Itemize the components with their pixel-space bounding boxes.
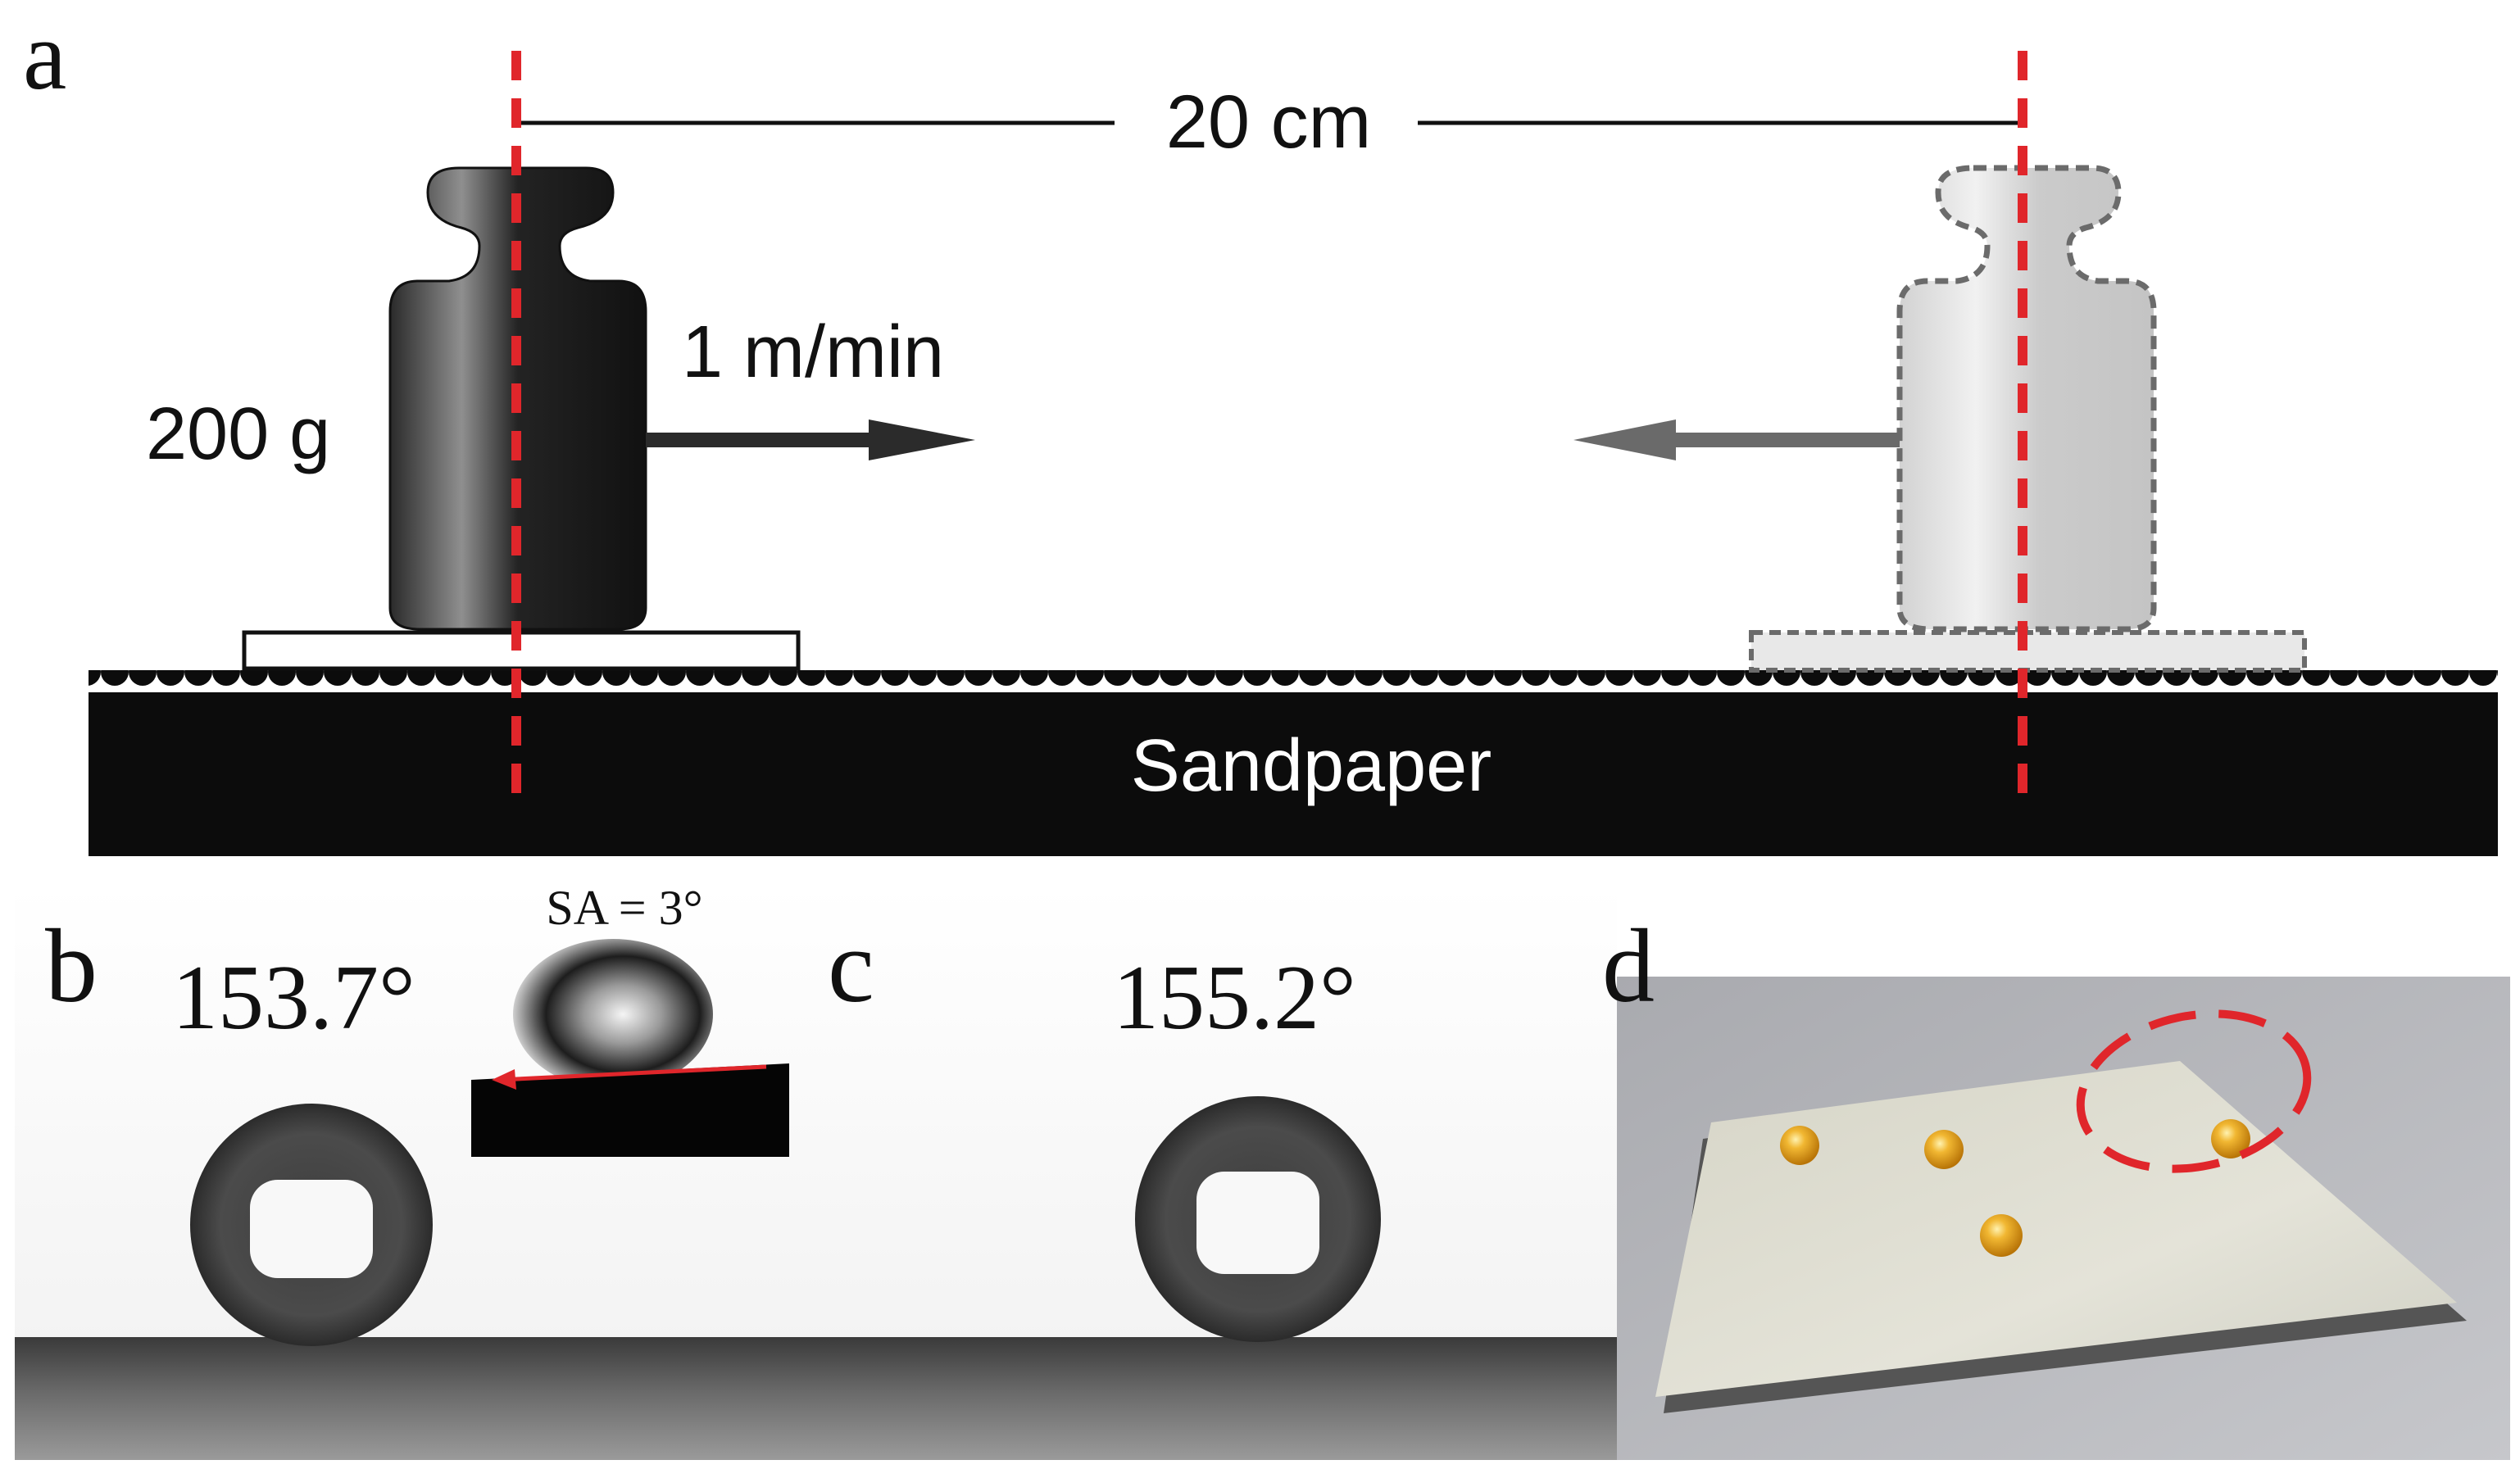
- panel-b: b 153.7° SA = 3°: [15, 881, 826, 1460]
- contact-angle-c: 155.2°: [1113, 947, 1356, 1049]
- water-droplet-b: [190, 1104, 433, 1346]
- amber-droplet: [1980, 1214, 2023, 1257]
- tilted-substrate: [471, 1063, 789, 1157]
- panel-c-surface: [826, 1337, 1617, 1460]
- sliding-angle-label: SA = 3°: [546, 881, 702, 935]
- water-droplet-c: [1135, 1096, 1381, 1342]
- slide-direction-arrowhead: [492, 1069, 516, 1090]
- amber-droplet: [1780, 1126, 1819, 1165]
- arrow-icon-backward: [1573, 419, 1900, 460]
- panel-c-letter: c: [828, 908, 874, 1024]
- arrow-icon-forward: [646, 419, 975, 460]
- slide-direction-line: [499, 1064, 767, 1082]
- panel-b-letter: b: [45, 908, 98, 1024]
- sandpaper-base: [89, 692, 2498, 856]
- panel-c: c 155.2°: [826, 885, 1617, 1460]
- inset-droplet: [513, 939, 713, 1090]
- contact-angle-b: 153.7°: [172, 947, 415, 1049]
- panel-a: a 20 cm Sandpaper 200 g 1 m/min: [23, 1, 2498, 856]
- panel-b-surface: [15, 1337, 826, 1460]
- weight-label: 200 g: [146, 393, 330, 475]
- distance-label: 20 cm: [1166, 80, 1372, 164]
- amber-droplet: [2211, 1119, 2250, 1158]
- amber-droplet: [1924, 1130, 1964, 1169]
- ghost-weight-platform: [1749, 630, 2307, 673]
- sliding-angle-inset: SA = 3°: [471, 881, 789, 1157]
- panel-d: d: [1602, 908, 2510, 1460]
- sandpaper-label: Sandpaper: [1131, 725, 1492, 807]
- panel-a-letter: a: [23, 1, 66, 110]
- speed-label: 1 m/min: [682, 311, 944, 393]
- panel-d-letter: d: [1602, 908, 1655, 1024]
- highlight-circle: [2076, 1009, 2312, 1173]
